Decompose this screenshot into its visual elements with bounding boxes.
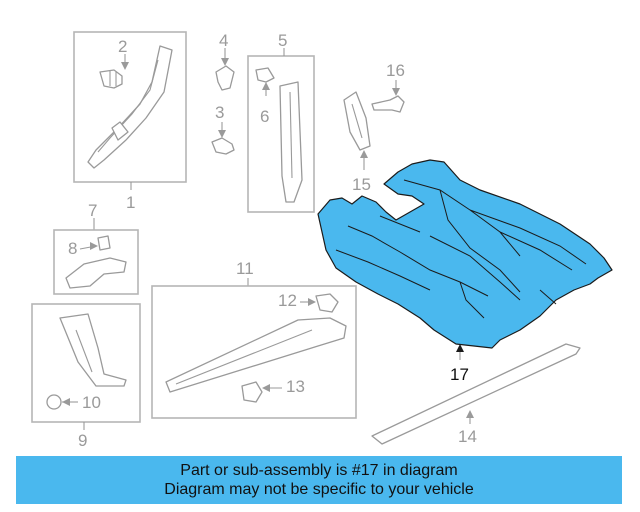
clip-10[interactable] xyxy=(46,394,62,410)
callout-10: 10 xyxy=(82,393,101,412)
clip-6[interactable] xyxy=(255,67,275,83)
clip-13[interactable] xyxy=(241,381,263,403)
info-banner: Part or sub-assembly is #17 in diagram D… xyxy=(16,456,622,504)
bracket-7[interactable] xyxy=(65,257,127,289)
callout-8: 8 xyxy=(68,239,77,258)
callout-6: 6 xyxy=(260,107,269,126)
pillar-clip-body xyxy=(111,121,129,141)
callout-12: 12 xyxy=(278,291,297,310)
sill-strip[interactable] xyxy=(371,343,581,445)
callout-14: 14 xyxy=(458,427,477,446)
group-1: 2 1 xyxy=(73,31,187,212)
kick-panel[interactable] xyxy=(59,313,127,387)
group-9: 10 9 xyxy=(31,303,141,450)
clip-4[interactable] xyxy=(215,65,235,91)
group-5-box xyxy=(247,55,315,213)
callout-7: 7 xyxy=(88,201,97,220)
group-9-box xyxy=(31,303,141,423)
callout-15: 15 xyxy=(352,175,371,194)
callout-2: 2 xyxy=(118,37,127,56)
scuff-plate[interactable] xyxy=(165,317,347,393)
callout-4: 4 xyxy=(219,31,228,50)
callout-1: 1 xyxy=(126,193,135,212)
part-17: 17 xyxy=(317,159,613,384)
screw-16[interactable] xyxy=(371,95,405,113)
banner-line-1: Part or sub-assembly is #17 in diagram xyxy=(180,462,458,479)
callout-9: 9 xyxy=(78,431,87,450)
group-11-box xyxy=(151,285,357,419)
banner-line-2: Diagram may not be specific to your vehi… xyxy=(164,481,474,498)
clip-8[interactable] xyxy=(97,235,111,251)
callout-17: 17 xyxy=(450,365,469,384)
arrow-17 xyxy=(456,344,464,352)
callout-13: 13 xyxy=(286,377,305,396)
group-11: 11 12 13 xyxy=(151,259,357,419)
callout-3: 3 xyxy=(215,103,224,122)
clip-3[interactable] xyxy=(211,137,235,155)
carpet-contour-lines xyxy=(335,179,587,319)
group-5: 5 6 xyxy=(247,31,315,213)
group-1-box xyxy=(73,31,187,183)
parts-15-16: 16 15 xyxy=(343,61,405,194)
clip-12[interactable] xyxy=(315,293,339,313)
leader-arrowheads xyxy=(62,58,474,418)
group-7-box xyxy=(53,229,139,295)
screw[interactable] xyxy=(99,69,123,89)
group-7: 7 8 xyxy=(53,201,139,295)
callout-5: 5 xyxy=(278,31,287,50)
callout-11: 11 xyxy=(236,259,254,278)
callout-16: 16 xyxy=(386,61,405,80)
part-14: 14 xyxy=(371,343,581,446)
